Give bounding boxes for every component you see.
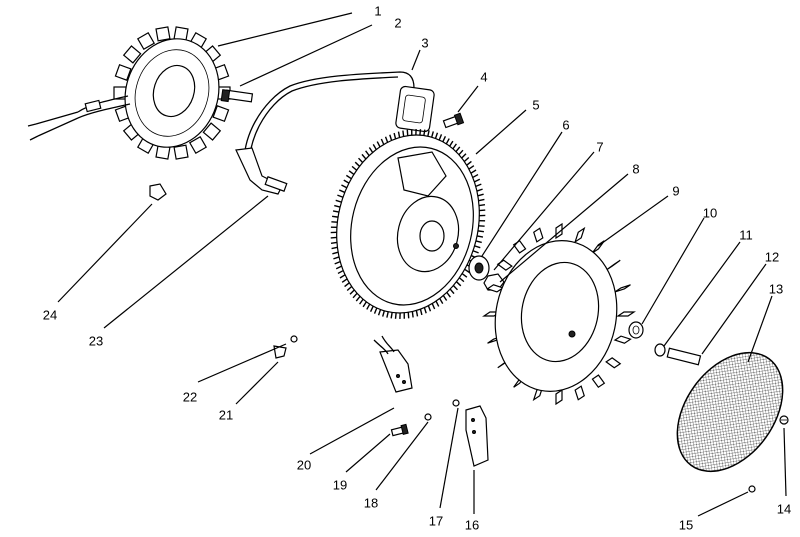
part-nut-18 xyxy=(424,413,432,421)
callout-label-13: 13 xyxy=(769,281,783,296)
leader-line-19 xyxy=(345,433,391,473)
callout-label-19: 19 xyxy=(333,477,347,492)
callout-label-16: 16 xyxy=(465,517,479,532)
part-screw-22 xyxy=(290,335,298,343)
leader-line-13 xyxy=(747,295,773,363)
leader-line-8 xyxy=(499,173,629,283)
part-bolt-2 xyxy=(220,89,254,103)
callout-label-20: 20 xyxy=(297,457,311,472)
leader-line-11 xyxy=(663,241,741,347)
leader-line-12 xyxy=(701,263,767,355)
part-nut-17 xyxy=(452,399,460,407)
part-bracket-16 xyxy=(465,405,489,467)
part-rectifier-20 xyxy=(373,335,413,393)
callout-label-15: 15 xyxy=(679,517,693,532)
callout-label-24: 24 xyxy=(43,307,57,322)
leader-line-24 xyxy=(57,203,153,303)
callout-label-2: 2 xyxy=(394,15,401,30)
callout-label-4: 4 xyxy=(480,69,487,84)
callout-label-21: 21 xyxy=(219,407,233,422)
part-clip-24 xyxy=(149,183,167,201)
callout-label-3: 3 xyxy=(421,35,428,50)
part-screw-14 xyxy=(779,415,789,425)
leader-line-7 xyxy=(493,151,595,271)
callout-label-12: 12 xyxy=(765,249,779,264)
leader-line-4 xyxy=(457,85,479,113)
leader-line-3 xyxy=(411,49,421,71)
callout-label-9: 9 xyxy=(672,183,679,198)
callout-label-11: 11 xyxy=(739,227,753,242)
callout-label-22: 22 xyxy=(183,389,197,404)
callout-label-23: 23 xyxy=(89,333,103,348)
leader-line-15 xyxy=(697,491,749,517)
leader-line-5 xyxy=(475,109,527,155)
part-ignition-module xyxy=(235,71,435,195)
leader-line-2 xyxy=(239,24,373,87)
callout-label-1: 1 xyxy=(374,3,381,18)
leader-lines xyxy=(57,12,787,517)
callout-label-6: 6 xyxy=(562,117,569,132)
part-stator xyxy=(27,26,231,160)
leader-line-6 xyxy=(481,131,563,257)
part-screw-4 xyxy=(442,112,465,129)
leader-line-23 xyxy=(103,195,269,329)
leader-line-20 xyxy=(309,407,395,455)
callout-label-7: 7 xyxy=(596,139,603,154)
part-clip-21 xyxy=(273,345,287,359)
callout-label-18: 18 xyxy=(364,495,378,510)
leader-line-10 xyxy=(641,217,705,325)
leader-line-1 xyxy=(217,12,353,47)
part-spacer-10 xyxy=(628,321,644,339)
part-screw-19 xyxy=(390,423,409,437)
leader-line-21 xyxy=(235,361,279,405)
callout-label-5: 5 xyxy=(532,97,539,112)
callout-label-14: 14 xyxy=(777,501,791,516)
part-grass-screen xyxy=(676,351,784,473)
callout-label-10: 10 xyxy=(703,205,717,220)
part-flywheel xyxy=(330,129,486,319)
callout-label-8: 8 xyxy=(632,161,639,176)
part-screw-15 xyxy=(748,485,756,493)
leader-line-22 xyxy=(197,343,287,383)
leader-line-9 xyxy=(597,195,669,247)
callout-label-17: 17 xyxy=(429,513,443,528)
part-blower-fan xyxy=(482,222,636,406)
part-stud-12 xyxy=(666,347,702,366)
leader-line-18 xyxy=(375,421,429,491)
leader-line-14 xyxy=(783,427,787,497)
leader-line-17 xyxy=(439,407,459,509)
part-washer-11 xyxy=(654,343,666,357)
part-washer-6 xyxy=(468,255,490,281)
